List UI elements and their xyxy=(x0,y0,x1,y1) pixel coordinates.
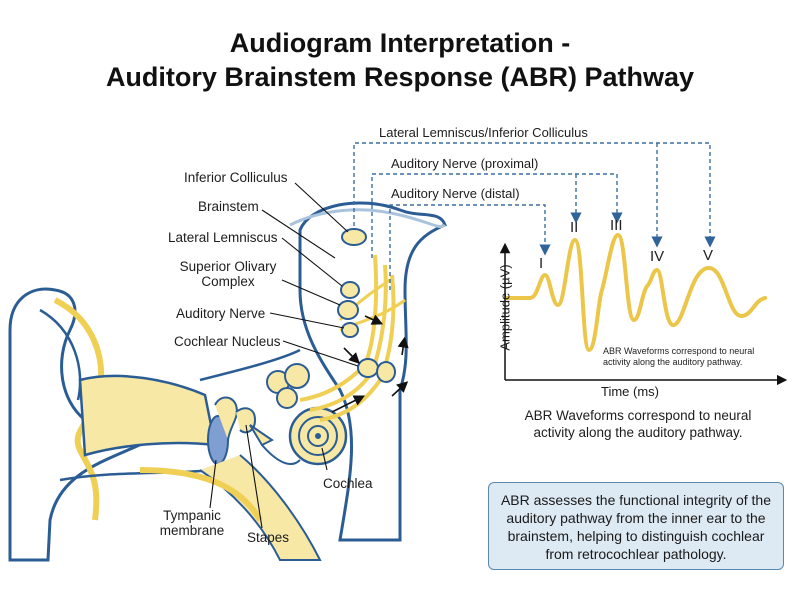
label-inferior-colliculus: Inferior Colliculus xyxy=(184,170,288,185)
inferior-colliculus-nucleus xyxy=(341,228,367,246)
label-superior-olivary: Superior Olivary Complex xyxy=(172,259,284,289)
waveform-caption: ABR Waveforms correspond to neural activ… xyxy=(488,407,788,441)
stapes-bone xyxy=(249,424,274,447)
signal-arrows xyxy=(331,314,409,413)
superior-olivary-nucleus xyxy=(337,300,359,320)
label-tympanic-membrane: Tympanic membrane xyxy=(152,508,232,538)
abr-chart xyxy=(499,233,788,386)
cochlear-nucleus-shape xyxy=(357,358,379,378)
label-lateral-lemniscus: Lateral Lemniscus xyxy=(168,230,278,245)
leader-lines xyxy=(209,182,359,529)
label-cochlear-nucleus: Cochlear Nucleus xyxy=(174,334,281,349)
peak-label-i: I xyxy=(539,255,544,272)
title-line-1: Audiogram Interpretation - xyxy=(229,28,571,58)
peak-label-v: V xyxy=(703,247,714,264)
waveform-caption-line1: ABR Waveforms correspond to neural xyxy=(524,408,752,423)
abr-waveform xyxy=(505,233,767,352)
label-auditory-nerve: Auditory Nerve xyxy=(176,306,266,321)
pathway-connectors xyxy=(353,142,716,290)
lateral-lemniscus-nucleus xyxy=(340,281,360,299)
inner-ear xyxy=(139,348,348,522)
waveform-inner-note: ABR Waveforms correspond to neural activ… xyxy=(603,346,755,367)
auditory-nerve-nucleus xyxy=(341,322,359,338)
label-lateral-lemniscus-ic: Lateral Lemniscus/Inferior Colliculus xyxy=(379,125,588,140)
label-superior-olivary-line1: Superior Olivary xyxy=(179,259,277,274)
label-tympanic-line1: Tympanic xyxy=(163,508,221,523)
x-axis-label: Time (ms) xyxy=(600,384,659,399)
label-auditory-nerve-distal: Auditory Nerve (distal) xyxy=(391,186,520,201)
label-stapes: Stapes xyxy=(247,530,290,545)
waveform-caption-line2: activity along the auditory pathway. xyxy=(533,425,743,440)
y-axis-label: Amplitude (µV) xyxy=(497,264,513,351)
middle-ear xyxy=(199,396,322,561)
title-line-2: Auditory Brainstem Response (ABR) Pathwa… xyxy=(105,62,695,92)
label-tympanic-line2: membrane xyxy=(159,523,225,538)
eustachian-tube xyxy=(199,454,322,561)
label-superior-olivary-line2: Complex xyxy=(201,274,255,289)
peak-label-iii: III xyxy=(610,217,623,234)
info-box: ABR assesses the functional integrity of… xyxy=(488,482,784,570)
label-cochlea: Cochlea xyxy=(323,476,373,491)
peak-label-iv: IV xyxy=(650,248,665,265)
brainstem xyxy=(289,201,447,542)
malleus xyxy=(214,396,238,441)
cochlea-spiral xyxy=(288,406,348,466)
label-brainstem: Brainstem xyxy=(198,199,259,214)
peak-label-ii: II xyxy=(570,219,579,236)
label-auditory-nerve-proximal: Auditory Nerve (proximal) xyxy=(391,156,539,171)
